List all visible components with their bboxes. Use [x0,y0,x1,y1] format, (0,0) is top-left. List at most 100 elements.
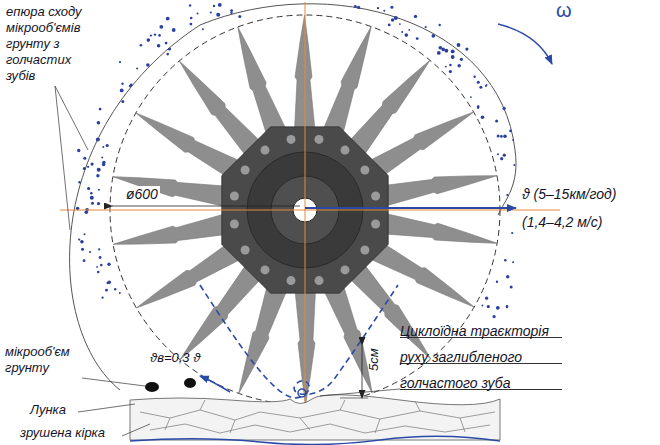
soil-cracks [140,400,495,433]
soil-dot [509,130,512,133]
ejection-speed-label: ϑв=0,3 ϑ [150,350,200,366]
soil-dot [97,168,101,172]
soil-dot [473,76,475,78]
leader-line [122,424,150,436]
soil-dot [511,232,513,234]
soil-dot [445,49,449,53]
soil-dot [500,135,503,138]
soil-dot [391,18,394,21]
soil-dot [230,9,233,12]
soil-dot [158,34,161,37]
soil-dot [90,192,92,194]
soil-dot [486,84,488,86]
soil-dot [479,86,482,89]
soil-dot [78,239,80,241]
bolt-hole [341,265,350,274]
soil-dot [98,189,100,191]
soil-dot [140,44,143,47]
soil-dot [354,5,357,8]
ejection-arrow [200,376,230,392]
soil-dot [190,17,193,20]
soil-dot [136,68,138,70]
soil-dot [91,163,94,166]
soil-dot [89,251,91,253]
soil-dot [477,105,480,108]
leader-line [82,378,145,386]
soil-dot [91,202,94,205]
soil-dot [157,44,161,48]
soil-dot [87,187,90,190]
soil-dot [496,281,498,283]
soil-dot [101,157,103,159]
soil-dot [87,166,89,168]
soil-base [130,436,500,444]
soil-dot [102,297,104,299]
soil-dot [510,285,513,288]
microvolume-label: мікрооб'єм грунту [5,344,87,376]
soil-dot [354,6,356,8]
tooth-tip [298,389,306,397]
soil-dot [451,50,455,54]
soil-dot [190,23,193,26]
soil-dot [218,3,222,7]
soil-dot [83,259,86,262]
soil-microvolume [145,382,159,392]
soil-dot [238,15,241,18]
soil-dot [102,146,104,148]
soil-dot [146,63,150,67]
soil-dot [172,28,176,32]
hole-label: Лунка [30,402,66,418]
soil-dot [481,116,485,120]
soil-dot [399,23,401,25]
bolt-hole [241,246,250,255]
soil-dot [107,263,110,266]
soil-crust [130,395,500,440]
soil-dot [496,306,500,310]
axis-line [60,210,560,211]
bolt-hole [287,276,296,285]
soil-dot [390,6,393,9]
soil-dot [506,275,509,278]
soil-dot [154,33,156,35]
soil-dot [102,163,105,166]
soil-dot [213,5,215,7]
soil-dot [416,37,419,40]
soil-dot [485,85,487,87]
omega-label: ω [556,2,572,18]
soil-dot [96,266,98,268]
depth-label: 5см [366,349,382,372]
soil-dot [119,61,121,63]
soil-dot [166,53,169,56]
soil-dot [482,305,484,307]
soil-dot [487,305,490,308]
soil-dot [414,15,417,18]
soil-dot [83,167,86,170]
soil-dot [449,70,452,73]
soil-dot [506,194,508,196]
soil-microvolume [184,378,196,388]
soil-dot [506,305,509,308]
soil-dot [512,261,514,263]
soil-dot [465,48,468,51]
soil-dot [457,43,461,47]
bolt-hole [241,166,250,175]
soil-dot [512,139,514,141]
soil-dot [107,282,109,284]
soil-dot [97,121,101,125]
velocity-label: (1,4–4,2 м/с) [522,214,602,230]
soil-dot [84,233,86,235]
leader-line [55,86,70,230]
soil-dot [405,33,409,37]
soil-dot [377,7,379,9]
soil-dot [119,292,121,294]
velocity-label: ϑ (5–15км/год) [522,186,616,202]
soil-dot [388,24,391,27]
bolt-hole [287,135,296,144]
bolt-hole [371,192,380,201]
epure-label: епюра сходу мікрооб'ємів грунту з голчас… [6,4,104,84]
soil-dot [210,11,212,13]
soil-dot [445,66,447,68]
soil-dot [121,83,123,85]
soil-dot [441,48,445,52]
